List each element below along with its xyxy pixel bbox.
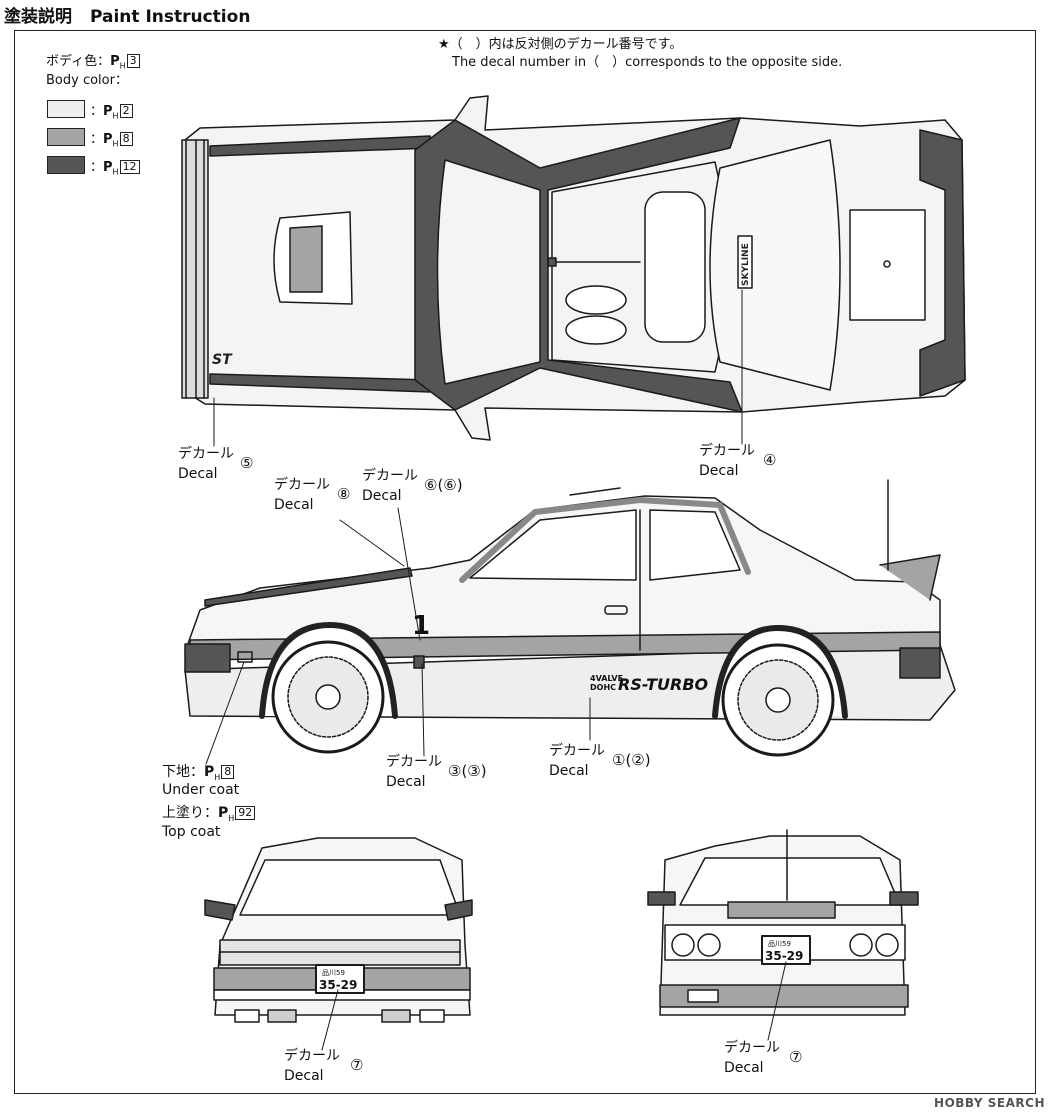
ph-prefix: P xyxy=(218,805,229,821)
rear-plate-top: 品川59 xyxy=(768,940,791,948)
ph-prefix: P xyxy=(103,160,113,175)
decal-4-en: Decal xyxy=(699,463,739,479)
top-coat-code: 92 xyxy=(235,806,256,820)
rear-plate-num: 35-29 xyxy=(765,949,803,963)
decal-5-num: ⑤ xyxy=(240,454,254,472)
note-jp: ★（ ）内は反対側のデカール番号です。 xyxy=(438,37,683,52)
front-view: 品川59 35-29 xyxy=(204,837,473,1023)
decal-8-num: ⑧ xyxy=(337,485,351,503)
ph-prefix: P xyxy=(103,104,113,119)
top-view: ST SKYLINE xyxy=(181,95,966,441)
decal-7b-label: デカール Decal xyxy=(724,1038,780,1078)
ph-sub: H xyxy=(214,772,221,782)
decal-8-jp: デカール xyxy=(274,477,330,493)
body-color-code: 3 xyxy=(126,54,140,68)
decal-5-en: Decal xyxy=(178,466,218,482)
page-title: 塗装説明 Paint Instruction xyxy=(4,2,250,27)
front-plate-num: 35-29 xyxy=(319,978,357,992)
ph-sub: H xyxy=(112,167,119,177)
decal-8-en: Decal xyxy=(274,497,314,513)
legend-code-dark: 12 xyxy=(119,160,140,174)
door-number: 1 xyxy=(412,611,430,641)
badge-small-1: 4VALVE xyxy=(590,674,623,683)
decal-1-jp: デカール xyxy=(549,743,605,759)
decal-7a-num: ⑦ xyxy=(350,1056,364,1074)
ph-prefix: P xyxy=(204,764,215,780)
decal-4-label: デカール Decal xyxy=(699,441,755,481)
legend-code-mid: 8 xyxy=(119,132,133,146)
decal-8-label: デカール Decal xyxy=(274,475,330,515)
front-plate-top: 品川59 xyxy=(322,969,345,977)
decal-3-en: Decal xyxy=(386,774,426,790)
decal-6-num: ⑥(⑥) xyxy=(424,476,463,494)
top-coat-en: Top coat xyxy=(162,824,221,840)
badge-big: RS-TURBO xyxy=(618,675,709,694)
body-color-jp: ボディ色： xyxy=(46,54,111,69)
decal-6-jp: デカール xyxy=(362,468,418,484)
decal-6-label: デカール Decal xyxy=(362,466,418,506)
decal-1-label: デカール Decal xyxy=(549,741,605,781)
decal-3-jp: デカール xyxy=(386,754,442,770)
decal-3-label: デカール Decal xyxy=(386,752,442,792)
ph-sub: H xyxy=(228,813,235,823)
decal-4-jp: デカール xyxy=(699,443,755,459)
under-coat-jp: 下地： xyxy=(162,764,204,780)
top-coat-jp: 上塗り： xyxy=(162,805,218,821)
side-view: 1 4VALVE DOHC RS-TURBO xyxy=(184,479,956,757)
under-coat-code: 8 xyxy=(221,765,235,779)
drawing-frame xyxy=(14,30,1036,1094)
body-color-en: Body color： xyxy=(46,73,128,88)
ph-sub: H xyxy=(112,111,119,121)
decal-7b-num: ⑦ xyxy=(789,1048,803,1066)
ph-prefix: P xyxy=(103,132,113,147)
leader-lines xyxy=(205,289,787,1051)
swatch-light xyxy=(47,100,85,118)
decal-1-en: Decal xyxy=(549,763,589,779)
watermark: HOBBY SEARCH xyxy=(934,1096,1045,1110)
ph-prefix: P xyxy=(110,54,120,69)
decal-7b-jp: デカール xyxy=(724,1040,780,1056)
decal-7a-label: デカール Decal xyxy=(284,1046,340,1086)
rear-view: 品川59 35-29 xyxy=(647,829,919,1016)
note-en: The decal number in（ ）corresponds to the… xyxy=(452,55,843,70)
rear-logo: SKYLINE xyxy=(741,243,751,286)
title-en: Paint Instruction xyxy=(90,7,251,27)
decal-4-num: ④ xyxy=(763,451,777,469)
decal-3-num: ③(③) xyxy=(448,762,487,780)
decal-7b-en: Decal xyxy=(724,1060,764,1076)
under-coat-en: Under coat xyxy=(162,782,240,798)
swatch-dark xyxy=(47,156,85,174)
swatch-mid xyxy=(47,128,85,146)
ph-sub: H xyxy=(112,139,119,149)
decal-6-en: Decal xyxy=(362,488,402,504)
legend-code-light: 2 xyxy=(119,104,133,118)
title-jp: 塗装説明 xyxy=(4,7,72,27)
decal-7a-jp: デカール xyxy=(284,1048,340,1064)
badge-small-2: DOHC xyxy=(590,683,616,692)
ph-sub: H xyxy=(119,61,126,71)
hood-badge: ST xyxy=(212,352,233,368)
decal-7a-en: Decal xyxy=(284,1068,324,1084)
decal-1-num: ①(②) xyxy=(612,751,651,769)
decal-5-jp: デカール xyxy=(178,446,234,462)
decal-5-label: デカール Decal xyxy=(178,444,234,484)
